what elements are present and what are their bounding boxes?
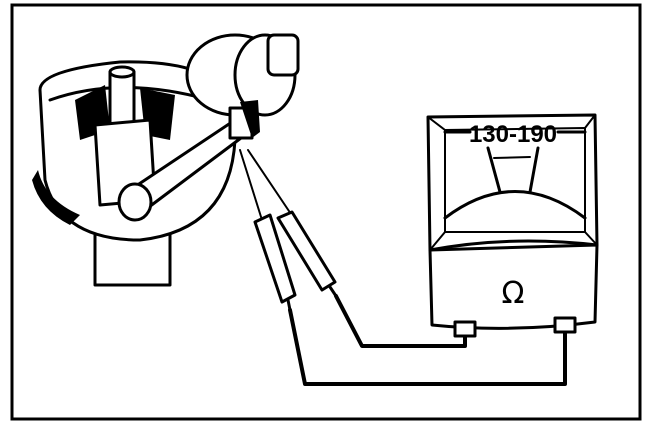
ohmmeter: 130-190 Ω	[426, 113, 599, 338]
figure-frame	[10, 3, 642, 421]
resistance-range-label: 130-190	[469, 121, 557, 148]
ohm-symbol: Ω	[502, 276, 525, 311]
test-probes	[239, 149, 338, 312]
test-lead-2	[288, 308, 567, 386]
distributor	[32, 33, 300, 287]
test-lead-1	[334, 294, 467, 348]
